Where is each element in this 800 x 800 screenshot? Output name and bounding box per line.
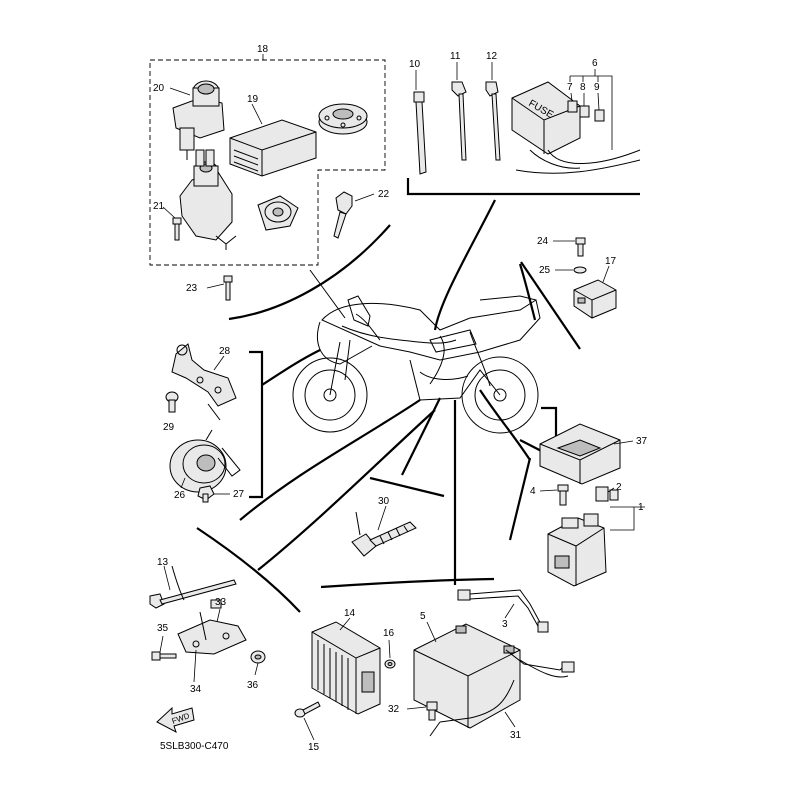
bolt-21	[172, 217, 182, 241]
ecu-unit	[229, 119, 317, 177]
horn-26	[169, 429, 241, 493]
callout-16: 16	[383, 628, 395, 639]
battery-lead-3	[457, 589, 549, 633]
callout-34: 34	[190, 684, 202, 695]
callout-14: 14	[344, 608, 356, 619]
callout-12: 12	[486, 51, 498, 62]
ignition-key	[333, 191, 353, 239]
callout-19: 19	[247, 94, 259, 105]
battery-lead-31	[429, 649, 575, 737]
fuse-9	[594, 109, 605, 122]
callout-18: 18	[257, 44, 269, 55]
bolt-23	[223, 275, 233, 301]
callout-24: 24	[537, 236, 549, 247]
callout-7: 7	[567, 82, 573, 93]
battery-5	[413, 623, 521, 729]
fuse-box: FUSE	[511, 81, 641, 174]
cable-tie-10	[413, 91, 427, 175]
callout-11: 11	[450, 51, 461, 62]
callout-6: 6	[592, 58, 598, 69]
callout-36: 36	[247, 680, 259, 691]
bolt-24	[575, 237, 586, 257]
bracket-34	[177, 599, 247, 655]
relay-17	[573, 279, 617, 319]
bolt-32	[426, 701, 438, 721]
fuel-cap	[318, 103, 368, 135]
callout-10: 10	[409, 59, 421, 70]
horn-bracket-28	[171, 343, 237, 421]
callout-5: 5	[420, 611, 426, 622]
callout-20: 20	[153, 83, 165, 94]
bolt-4	[557, 484, 569, 506]
seat-lock	[257, 195, 299, 231]
callout-29: 29	[163, 422, 175, 433]
callout-26: 26	[174, 490, 186, 501]
main-switch	[179, 149, 237, 250]
callout-31: 31	[510, 730, 522, 741]
cable-tie-13	[149, 565, 237, 609]
sensor-30	[351, 511, 417, 557]
bolt-35	[151, 651, 177, 661]
bolt-29	[165, 391, 179, 413]
nut-27	[197, 485, 215, 503]
cable-clip-11	[451, 81, 467, 161]
starter-relay-1	[547, 513, 607, 587]
callout-4: 4	[530, 486, 536, 497]
callout-30: 30	[378, 496, 390, 507]
drawing-code: 5SLB300-C470	[160, 741, 229, 752]
callout-3: 3	[502, 619, 508, 630]
callout-32: 32	[388, 704, 400, 715]
motorcycle-illustration	[292, 295, 541, 434]
callout-33: 33	[215, 597, 227, 608]
callout-37: 37	[636, 436, 648, 447]
ignition-lock-body	[172, 80, 225, 160]
fuse-7	[567, 100, 578, 113]
callout-13: 13	[157, 557, 169, 568]
callout-22: 22	[378, 189, 390, 200]
nut-36	[250, 650, 266, 664]
key-set-group: 18 20 19	[149, 44, 386, 266]
callout-21: 21	[153, 201, 165, 212]
callout-9: 9	[594, 82, 600, 93]
fuse-2	[595, 486, 619, 502]
forward-arrow-icon: FWD	[156, 706, 195, 734]
callout-23: 23	[186, 283, 198, 294]
fuse-8	[579, 105, 590, 118]
relay-cover-37	[539, 423, 621, 485]
bolt-15	[294, 701, 321, 718]
callout-1: 1	[638, 502, 644, 513]
callout-27: 27	[233, 489, 245, 500]
callout-8: 8	[580, 82, 586, 93]
callout-25: 25	[539, 265, 551, 276]
washer-16	[384, 659, 396, 669]
callout-28: 28	[219, 346, 231, 357]
callout-35: 35	[157, 623, 169, 634]
callout-2: 2	[616, 482, 622, 493]
washer-25	[573, 266, 587, 274]
callout-17: 17	[605, 256, 617, 267]
rectifier-regulator-14	[311, 621, 381, 715]
callout-15: 15	[308, 742, 320, 753]
cable-clip-12	[485, 81, 501, 161]
